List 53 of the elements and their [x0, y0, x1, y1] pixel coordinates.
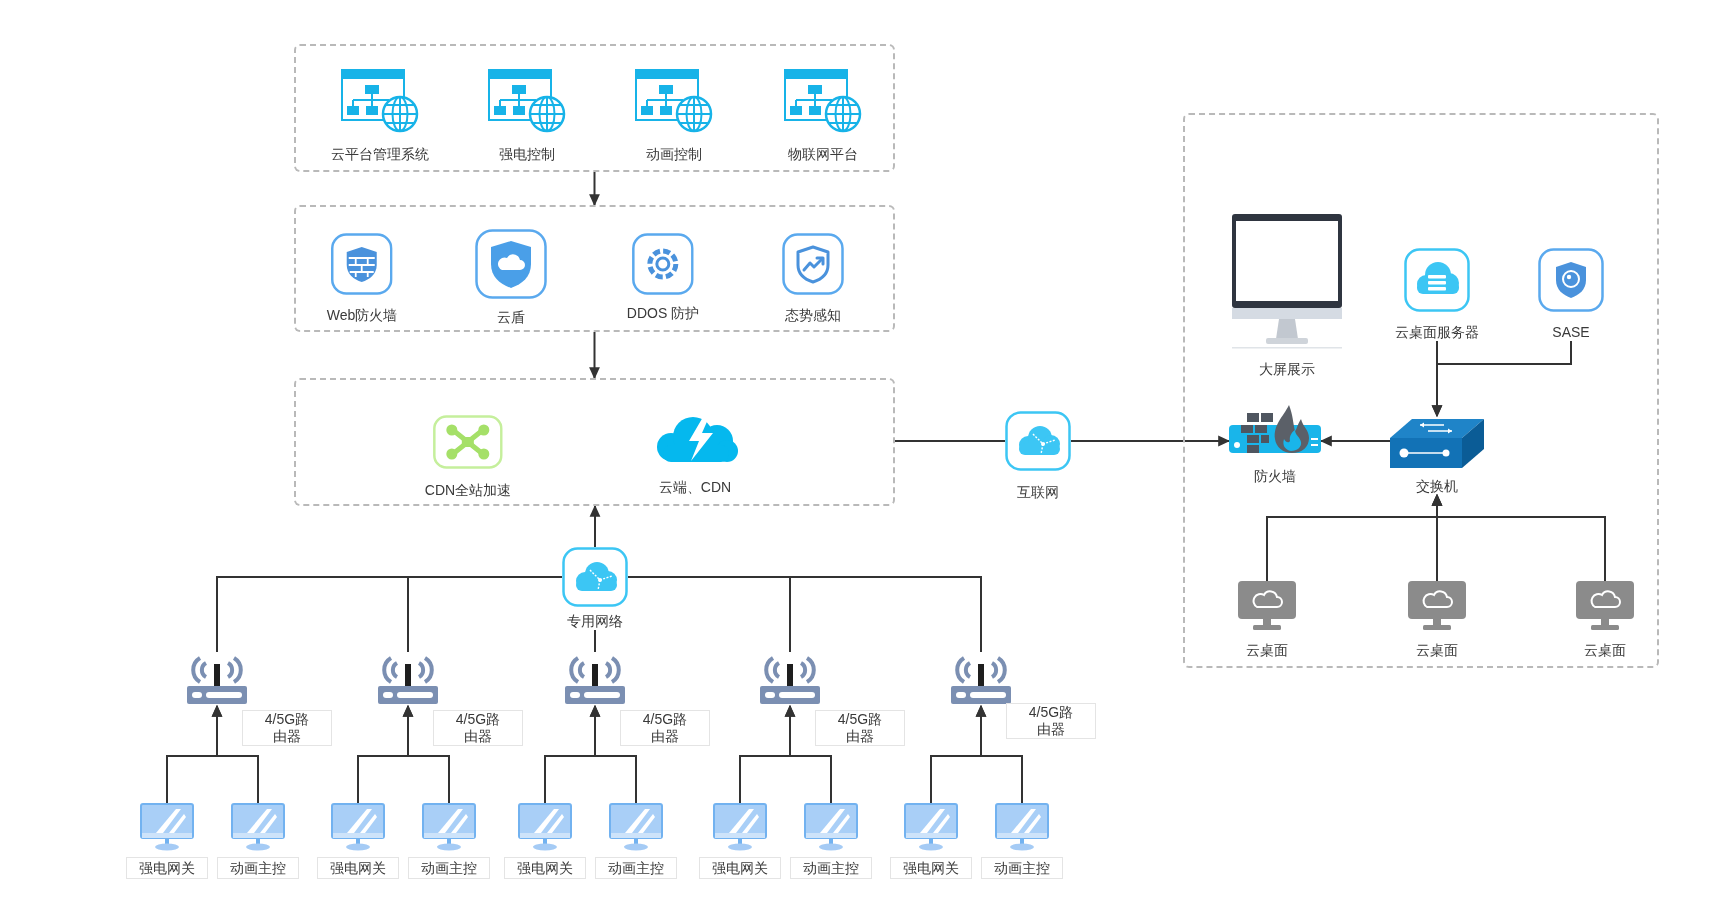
node-label: 专用网络 — [567, 612, 623, 630]
arrow — [589, 504, 601, 548]
arrow — [211, 704, 259, 804]
node-label: 交换机 — [1416, 477, 1458, 495]
device-label: 4/5G路由器 — [433, 710, 523, 746]
node-label: DDOS 防护 — [626, 304, 700, 322]
group-frame — [294, 205, 895, 332]
node-label: Web防火墙 — [326, 306, 398, 324]
node-label: SASE — [1552, 323, 1590, 341]
arrow — [402, 704, 450, 804]
node-label: 强电控制 — [499, 145, 555, 163]
arrow — [784, 704, 832, 804]
node-label: 态势感知 — [785, 306, 841, 324]
group-frame — [294, 378, 895, 506]
arrow — [1431, 340, 1572, 418]
device-label: 动画主控 — [981, 857, 1063, 879]
device-label: 动画主控 — [217, 857, 299, 879]
device-label: 动画主控 — [790, 857, 872, 879]
device-label: 4/5G路由器 — [1006, 703, 1096, 739]
device-label: 动画主控 — [408, 857, 490, 879]
group-frame — [1183, 113, 1659, 668]
arrow — [589, 171, 600, 207]
device-label: 4/5G路由器 — [815, 710, 905, 746]
node-label: 互联网 — [1017, 483, 1059, 501]
connector-line — [594, 629, 596, 653]
node-label: CDN全站加速 — [424, 481, 512, 499]
device-label: 强电网关 — [126, 857, 208, 879]
node-label: 大屏展示 — [1259, 360, 1315, 378]
device-label: 4/5G路由器 — [242, 710, 332, 746]
node-label: 云桌面 — [1246, 641, 1288, 659]
node-label: 云桌面 — [1584, 641, 1626, 659]
node-label: 云桌面服务器 — [1395, 323, 1479, 341]
device-label: 强电网关 — [504, 857, 586, 879]
connector-line — [894, 440, 1006, 442]
arrow — [1070, 435, 1231, 447]
device-label: 强电网关 — [699, 857, 781, 879]
arrow — [975, 704, 1023, 804]
group-frame — [294, 44, 895, 172]
node-label: 云平台管理系统 — [331, 145, 429, 163]
node-label: 云端、CDN — [658, 478, 732, 496]
device-label: 强电网关 — [890, 857, 972, 879]
device-label: 动画主控 — [595, 857, 677, 879]
node-label: 物联网平台 — [788, 145, 858, 163]
node-label: 动画控制 — [646, 145, 702, 163]
connector-line — [407, 576, 563, 653]
arrow — [589, 704, 637, 804]
node-label: 云盾 — [497, 308, 525, 326]
device-label: 强电网关 — [317, 857, 399, 879]
arrow — [589, 331, 600, 380]
arrow — [1431, 493, 1606, 582]
device-label: 4/5G路由器 — [620, 710, 710, 746]
node-label: 防火墙 — [1254, 467, 1296, 485]
node-label: 云桌面 — [1416, 641, 1458, 659]
